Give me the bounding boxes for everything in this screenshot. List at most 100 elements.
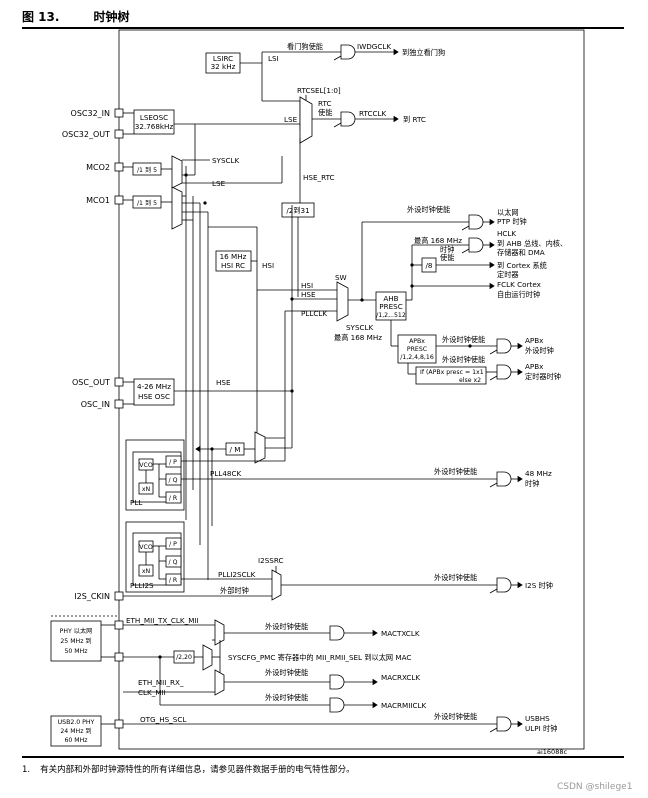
- apb-if-label-2: else x2: [459, 377, 481, 384]
- hclk-max-label: 最高 168 MHz: [414, 236, 462, 245]
- lseosc-freq: 32.768kHz: [135, 122, 174, 131]
- div2-31-block: /2到31: [281, 202, 315, 218]
- figure-title: 时钟树: [93, 10, 130, 24]
- apbx-periph-label-1: APBx: [525, 336, 544, 345]
- hclk-enable-label-2: 使能: [440, 253, 454, 262]
- lseosc-block: LSEOSC 32.768kHz: [133, 109, 175, 135]
- pllclk-label: PLLCLK: [301, 309, 327, 318]
- apb-timer-gate: [489, 364, 512, 381]
- apb-timer-mul: If (APBx presc = 1x1 else x2: [415, 366, 487, 385]
- phy-ethernet-block: PHY 以太网 25 MHz 到 50 MHz: [50, 620, 102, 662]
- pin-label: OSC_OUT: [72, 378, 110, 387]
- mco-sysclk-label: SYSCLK: [212, 156, 240, 165]
- pin-label: OSC32_IN: [71, 109, 111, 118]
- pll48ck-label: PLL48CK: [210, 469, 242, 478]
- pin-osc32-in: OSC32_IN: [71, 108, 124, 118]
- apb-prescaler: APBx PRESC /1,2,4,8,16: [397, 334, 437, 364]
- mco1-mux: [171, 186, 183, 230]
- pll-src-mux: [254, 431, 266, 464]
- hsirc-block: 16 MHz HSI RC: [215, 250, 252, 272]
- div-m-label: / M: [230, 445, 241, 454]
- syscfg-label: SYSCFG_PMC 寄存器中的 MII_RMII_SEL 到以太网 MAC: [228, 653, 411, 662]
- plli2s-vco-label: VCO: [139, 544, 153, 551]
- footnote: 1. 有关内部和外部时钟源特性的所有详细信息，请参见器件数据手册的电气特性部分。: [22, 763, 355, 775]
- fclk-label-2: 自由运行时钟: [497, 290, 540, 299]
- plli2s-r-label: / R: [169, 577, 178, 584]
- pin-label: MCO2: [86, 163, 110, 172]
- apb-periph-gate: [489, 338, 512, 355]
- ahb-presc: PRESC: [379, 302, 402, 311]
- hclk-gate: [461, 237, 484, 254]
- pin-osc32-out: OSC32_OUT: [62, 129, 124, 139]
- eth-rx-label-2: CLK_MII: [138, 688, 166, 697]
- macrxclk-label: MACRXCLK: [381, 673, 420, 682]
- plli2s-q-label: / Q: [169, 559, 178, 566]
- usbhs-label-2: ULPI 时钟: [525, 724, 557, 733]
- mco1-div-label: /1 到 5: [137, 200, 157, 207]
- pll-q-label: / Q: [169, 477, 178, 484]
- rtc-mux: [299, 96, 313, 144]
- usbhs-label-1: USBHS: [525, 714, 550, 723]
- apb-timer-enable-label: 外设时钟使能: [442, 355, 485, 364]
- mii-tx-mux: [214, 619, 225, 646]
- watermark: CSDN @shilege1: [557, 782, 633, 792]
- phy-eth-freq-1: 25 MHz 到: [60, 638, 91, 645]
- ptp-gate: [461, 214, 484, 231]
- footnote-number: 1.: [22, 765, 31, 775]
- apb-range: /1,2,4,8,16: [400, 354, 434, 361]
- pll-block: PLL VCO xN / P / Q / R: [125, 439, 185, 511]
- phy-eth-name: PHY 以太网: [60, 627, 93, 635]
- footnote-text: 有关内部和外部时钟源特性的所有详细信息，请参见器件数据手册的电气特性部分。: [40, 765, 355, 775]
- pll-xn-label: xN: [142, 486, 151, 493]
- top-rule: [22, 27, 624, 29]
- mii-rx-mux: [214, 669, 225, 696]
- plli2sclk-label: PLLI2SCLK: [218, 570, 256, 579]
- phy-usb-name: USB2.0 PHY: [58, 719, 95, 726]
- eth-ptp-label-2: PTP 时钟: [497, 217, 527, 226]
- hse-rtc-label: HSE_RTC: [303, 173, 335, 182]
- macrx-gate: [329, 674, 345, 690]
- systick-label-1: 到 Cortex 系统: [497, 261, 547, 270]
- pll48-enable-label: 外设时钟使能: [434, 467, 477, 476]
- mactx-enable-label: 外设时钟使能: [265, 622, 308, 631]
- hse-osc-label: HSE: [216, 378, 231, 387]
- eth-rx-label-1: ETH_MII_RX_: [138, 678, 184, 687]
- hclk-label: HCLK: [497, 229, 516, 238]
- plli2s-xn-label: xN: [142, 568, 151, 575]
- plli2s-block: PLLI2S VCO xN / P / Q / R: [125, 521, 185, 593]
- ahb-name: AHB: [383, 294, 398, 303]
- ahb-range: /1,2,..512: [376, 312, 406, 319]
- pin-label: MCO1: [86, 196, 110, 205]
- rmii-mux: [202, 644, 213, 671]
- macrx-enable-label: 外设时钟使能: [265, 668, 308, 677]
- iwdgclk-label: IWDGCLK: [357, 42, 391, 51]
- mco2-mux: [171, 155, 183, 189]
- div-m-block: / M: [225, 442, 245, 456]
- sw-mux: [336, 281, 349, 322]
- macrmii-enable-label: 外设时钟使能: [265, 693, 308, 702]
- hsi-label-1: HSI: [262, 261, 274, 270]
- apbx-periph-label-2: 外设时钟: [525, 346, 554, 355]
- bottom-rule: [22, 756, 624, 758]
- i2s-mux: [271, 569, 282, 601]
- usb48-gate: [489, 471, 512, 488]
- plli2s-p-label: / P: [169, 541, 177, 548]
- hseosc-block: 4-26 MHz HSE OSC: [133, 378, 175, 406]
- phy-usb-freq-1: 24 MHz 到: [60, 728, 91, 735]
- phy-usb-freq-2: 60 MHz: [64, 737, 87, 744]
- watchdog-gate: [333, 44, 356, 61]
- sysclk-max-label: 最高 168 MHz: [334, 333, 382, 342]
- lse-label: LSE: [284, 115, 298, 124]
- hsi-label-2: HSI: [301, 281, 313, 290]
- ptp-enable-label: 外设时钟使能: [407, 205, 450, 214]
- eth-ptp-label-1: 以太网: [497, 208, 519, 217]
- apb-if-label-1: If (APBx presc = 1x1: [420, 369, 484, 376]
- mco-lse-label: LSE: [212, 179, 226, 188]
- figure-heading: 图 13.时钟树: [22, 8, 129, 25]
- pin-i2s-ckin: I2S_CKIN: [74, 591, 124, 601]
- lsirc-name: LSIRC: [213, 54, 233, 63]
- pll-label: PLL: [130, 498, 142, 507]
- hseosc-freq: 4-26 MHz: [137, 382, 171, 391]
- ahb-prescaler: AHB PRESC /1,2,..512: [375, 291, 407, 321]
- hclk-desc-2: 存储器和 DMA: [497, 248, 545, 257]
